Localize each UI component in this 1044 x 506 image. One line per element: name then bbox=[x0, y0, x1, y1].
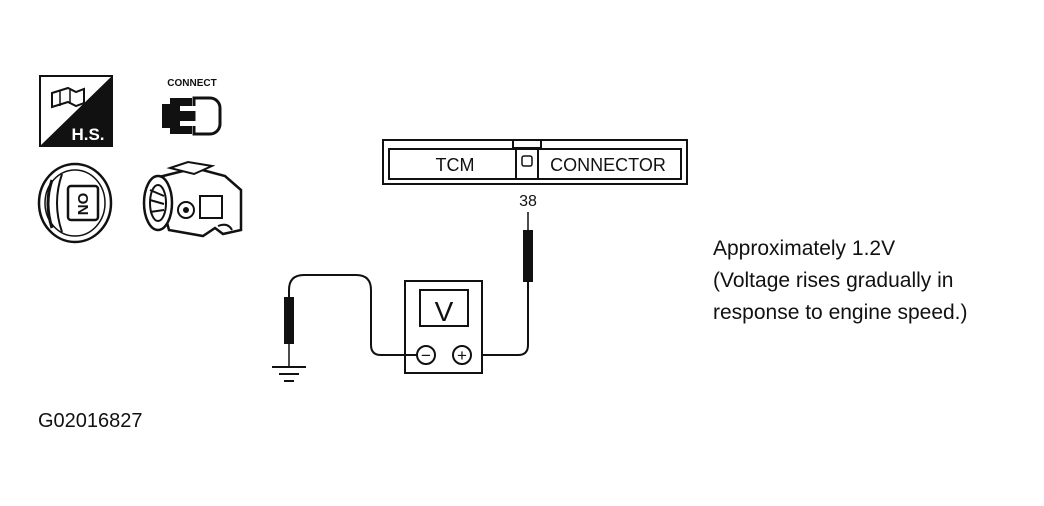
connector-right-label: CONNECTOR bbox=[550, 155, 666, 175]
ignition-key-on-icon: ON bbox=[37, 162, 113, 244]
ground-icon bbox=[272, 366, 306, 382]
terminal-number: 38 bbox=[519, 193, 537, 210]
figure-id: G02016827 bbox=[38, 410, 143, 432]
voltmeter: V − + bbox=[404, 280, 483, 374]
note-line-3: response to engine speed.) bbox=[713, 301, 968, 324]
negative-probe bbox=[284, 274, 417, 366]
positive-terminal bbox=[452, 345, 472, 365]
negative-symbol: − bbox=[421, 346, 431, 365]
connect-label: CONNECT bbox=[167, 78, 216, 89]
tcm-connector: TCM CONNECTOR 38 bbox=[382, 139, 688, 210]
positive-symbol: + bbox=[457, 346, 467, 365]
connector-left-label: TCM bbox=[436, 155, 475, 175]
key-on-label: ON bbox=[74, 193, 91, 216]
hood-switch-label: H.S. bbox=[71, 125, 104, 144]
voltage-note: Approximately 1.2V (Voltage rises gradua… bbox=[713, 233, 968, 329]
meter-display: V bbox=[435, 296, 454, 327]
note-line-1: Approximately 1.2V bbox=[713, 237, 896, 260]
engine-running-icon bbox=[142, 160, 243, 238]
hood-switch-icon: H.S. bbox=[39, 75, 113, 147]
connector-plug-icon: CONNECT bbox=[162, 78, 222, 136]
note-line-2: (Voltage rises gradually in bbox=[713, 269, 954, 292]
positive-probe bbox=[472, 212, 533, 356]
